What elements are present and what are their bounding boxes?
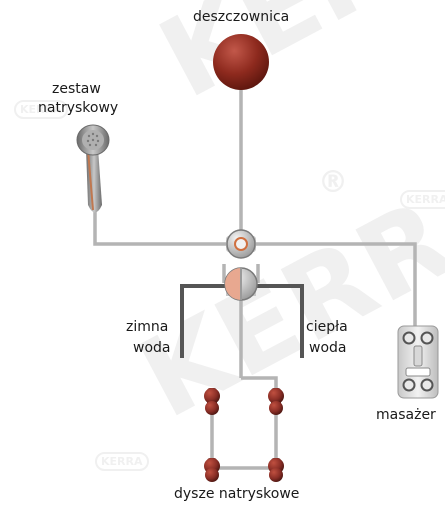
label-shower-set-line2: natryskowy <box>38 100 119 116</box>
massager-panel <box>397 325 439 399</box>
nozzle-top-right <box>268 388 284 415</box>
cold-water-pipe <box>180 284 228 358</box>
label-massager: masażer <box>376 407 436 423</box>
body-spray-nozzles <box>204 388 284 482</box>
thermostatic-mixer <box>224 267 258 301</box>
nozzle-bottom-right <box>268 458 284 482</box>
label-body-spray-nozzles: dysze natryskowe <box>174 486 300 502</box>
label-hot-water-line1: ciepła <box>306 319 348 335</box>
hand-shower <box>76 124 110 213</box>
diverter-valve <box>226 229 256 259</box>
label-cold-water-line1: zimna <box>126 319 169 335</box>
rain-shower-head <box>213 34 269 90</box>
label-cold-water-line2: woda <box>133 340 171 356</box>
nozzle-top-left <box>204 388 220 415</box>
pipe-to-massager <box>255 242 417 328</box>
pipe-to-shower-set <box>93 200 227 246</box>
label-hot-water-line2: woda <box>309 340 347 356</box>
hot-water-pipe <box>254 284 304 358</box>
nozzle-bottom-left <box>204 458 220 482</box>
label-shower-set-line1: zestaw <box>52 81 101 97</box>
label-rain-shower: deszczownica <box>193 9 290 25</box>
